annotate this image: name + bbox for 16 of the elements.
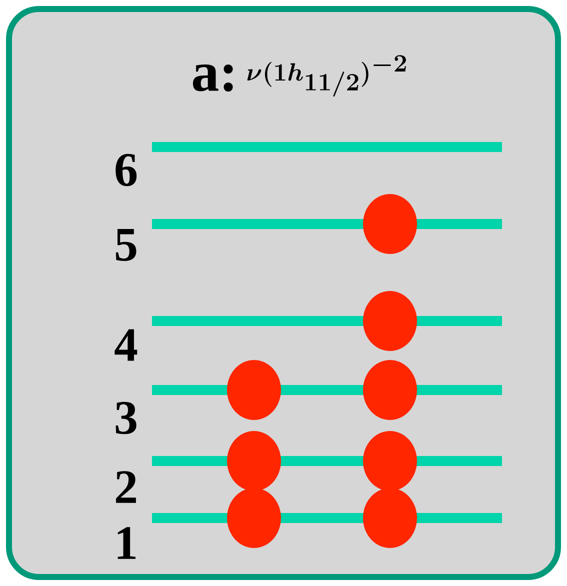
level-number: 6 <box>116 154 137 186</box>
level-number: 3 <box>116 402 136 434</box>
level-number: 2 <box>116 471 136 503</box>
level-number: 5 <box>116 229 136 261</box>
level-number: 1 <box>118 527 136 559</box>
particle-dot <box>363 194 417 254</box>
particle-dot <box>363 431 417 491</box>
level-number: 4 <box>114 329 138 361</box>
particle-dot <box>363 291 417 351</box>
particle-dot <box>227 431 281 491</box>
configuration-formula: $\nu(1h_{11/2})^{-2}$ <box>247 55 406 97</box>
particle-dot <box>227 360 281 420</box>
particle-dot <box>363 488 417 548</box>
particle-dot <box>363 360 417 420</box>
panel-title: a: <box>192 64 233 92</box>
particle-dot <box>227 488 281 548</box>
